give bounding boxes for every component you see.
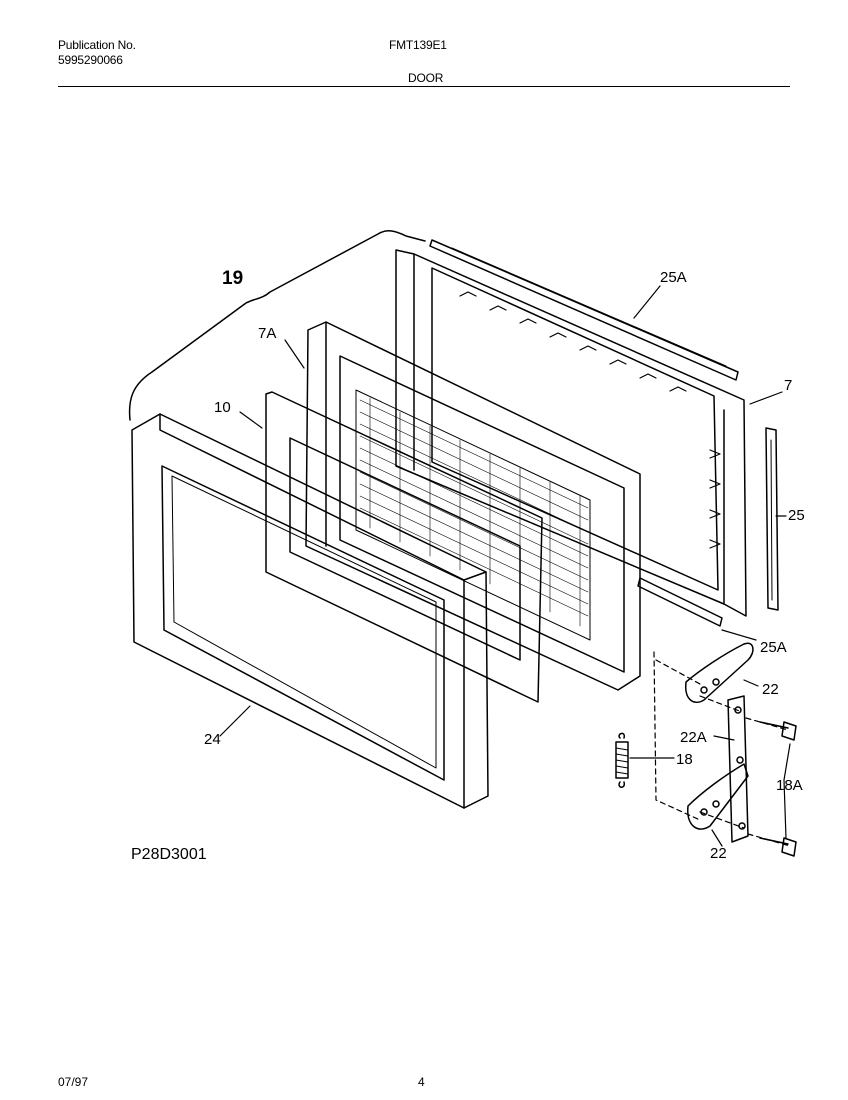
callout-24: 24 <box>204 731 221 748</box>
part-22A-bracket <box>727 695 749 843</box>
part-7A-inner-panel <box>305 321 641 691</box>
footer-date: 07/97 <box>58 1075 89 1089</box>
model-number: FMT139E1 <box>389 38 447 52</box>
callout-25A-top: 25A <box>660 269 687 286</box>
part-7-rear-frame <box>395 249 747 617</box>
callout-25: 25 <box>788 507 805 524</box>
section-title: DOOR <box>408 71 444 85</box>
part-25A-bottom-strip <box>637 577 723 627</box>
publication-label: Publication No. <box>58 38 136 52</box>
part-25-side-strip <box>765 427 779 611</box>
callout-18: 18 <box>676 751 693 768</box>
group-bracket-19 <box>128 230 426 421</box>
callout-7A: 7A <box>258 325 276 342</box>
diagram-code: P28D3001 <box>131 846 207 863</box>
part-22-top-hinge <box>685 642 754 703</box>
callout-10: 10 <box>214 399 231 416</box>
part-10-window <box>265 391 543 703</box>
callout-7: 7 <box>784 377 792 394</box>
part-18-spring <box>615 732 629 788</box>
callout-19: 19 <box>222 268 243 289</box>
part-25A-top-strip <box>429 239 739 381</box>
part-24-door-frame <box>131 413 489 809</box>
callout-22-top: 22 <box>762 681 779 698</box>
callout-18A: 18A <box>776 777 803 794</box>
callout-22-bottom: 22 <box>710 845 727 862</box>
part-22-bottom-hinge <box>687 763 749 830</box>
page-number: 4 <box>418 1075 425 1089</box>
callout-22A: 22A <box>680 729 707 746</box>
publication-number: 5995290066 <box>58 53 123 67</box>
header-rule <box>58 86 790 87</box>
callout-25A-bottom: 25A <box>760 639 787 656</box>
